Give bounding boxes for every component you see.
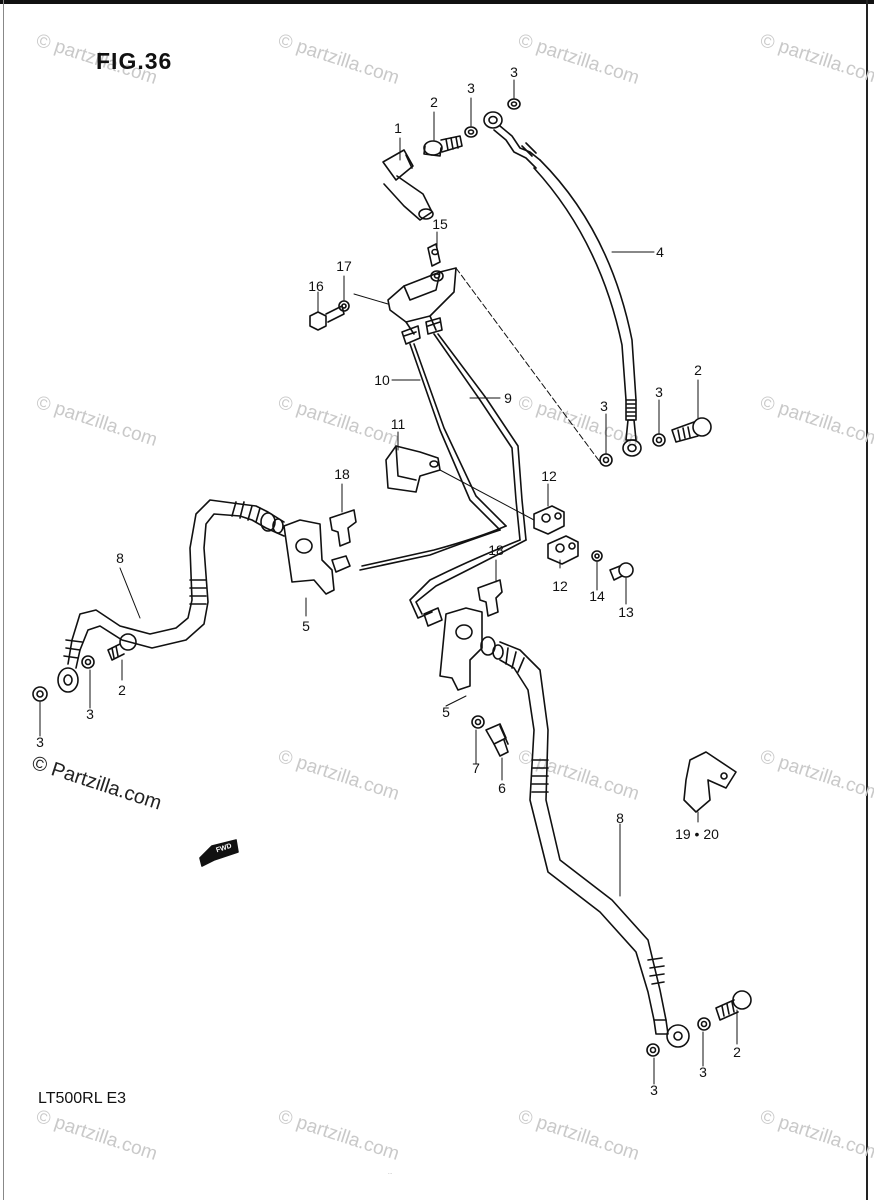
part-front-brake-hose-left bbox=[57, 499, 285, 693]
part-pipe-bracket bbox=[385, 445, 441, 493]
callout-8: 8 bbox=[116, 550, 124, 566]
page-right-border bbox=[866, 0, 868, 1200]
callout-3: 3 bbox=[650, 1082, 658, 1098]
callout-13: 13 bbox=[618, 604, 634, 620]
part-brake-pipes bbox=[359, 333, 527, 619]
part-washer-hole bbox=[474, 718, 482, 726]
callout-12: 12 bbox=[541, 468, 557, 484]
page-top-border bbox=[0, 0, 874, 4]
part-washer-hole bbox=[655, 436, 663, 444]
part-3way-joint bbox=[387, 243, 457, 345]
callout-2: 2 bbox=[430, 94, 438, 110]
callout-18: 18 bbox=[334, 466, 350, 482]
part-washer-hole bbox=[467, 129, 475, 135]
callout-3: 3 bbox=[36, 734, 44, 750]
callout-15: 15 bbox=[432, 216, 448, 232]
part-washer-hole bbox=[649, 1046, 657, 1054]
part-pipe-clamp bbox=[547, 535, 579, 565]
part-washer-hole bbox=[84, 658, 92, 666]
part-washer bbox=[591, 550, 603, 562]
part-washer bbox=[646, 1043, 660, 1057]
callout-3: 3 bbox=[467, 80, 475, 96]
model-code: LT500RL E3 bbox=[38, 1090, 127, 1107]
callout-16: 16 bbox=[308, 278, 324, 294]
part-upper-brake-hose bbox=[483, 111, 642, 457]
part-washer bbox=[81, 655, 95, 669]
callout-4: 4 bbox=[656, 244, 664, 260]
callout-3: 3 bbox=[600, 398, 608, 414]
part-bolt bbox=[485, 723, 509, 757]
callout-8: 8 bbox=[616, 810, 624, 826]
part-washer-hole bbox=[510, 101, 518, 107]
part-washer-hole bbox=[341, 303, 347, 309]
callout-7: 7 bbox=[472, 760, 480, 776]
callout-2: 2 bbox=[733, 1044, 741, 1060]
part-washer bbox=[652, 433, 666, 447]
callout-11: 11 bbox=[390, 416, 406, 432]
part-pipe-fitting bbox=[331, 555, 351, 573]
callout-14: 14 bbox=[589, 588, 605, 604]
callout-6: 6 bbox=[498, 780, 506, 796]
part-washer bbox=[338, 300, 350, 312]
callout-9: 9 bbox=[504, 390, 512, 406]
part-hose-guide-clip bbox=[683, 751, 737, 813]
part-hose-clip bbox=[477, 579, 503, 617]
part-washer bbox=[697, 1017, 711, 1031]
part-union-bolt bbox=[107, 633, 137, 661]
callout-12: 12 bbox=[552, 578, 568, 594]
fwd-direction-arrow bbox=[199, 839, 239, 867]
callout-17: 17 bbox=[336, 258, 352, 274]
callout-3: 3 bbox=[655, 384, 663, 400]
part-bolt bbox=[309, 305, 345, 331]
figure-title: FIG.36 bbox=[96, 48, 173, 74]
part-washer bbox=[471, 715, 485, 729]
callout-3: 3 bbox=[86, 706, 94, 722]
part-union-bolt bbox=[671, 417, 712, 443]
callout-2: 2 bbox=[118, 682, 126, 698]
part-pipe-clamp bbox=[533, 505, 565, 535]
callout-5: 5 bbox=[302, 618, 310, 634]
callout-leader-lines bbox=[39, 79, 738, 1085]
callout-2: 2 bbox=[694, 362, 702, 378]
callout-10: 10 bbox=[374, 372, 390, 388]
part-washer bbox=[32, 686, 48, 702]
callout-1: 1 bbox=[394, 120, 402, 136]
footer-note: ... bbox=[388, 1170, 393, 1176]
part-washer bbox=[464, 126, 478, 138]
part-hose-bracket bbox=[283, 519, 335, 595]
part-washer-hole bbox=[594, 553, 600, 559]
callout-5: 5 bbox=[442, 704, 450, 720]
part-washer-hole bbox=[602, 456, 610, 464]
part-pipe-fitting bbox=[423, 607, 443, 627]
callout-3: 3 bbox=[510, 64, 518, 80]
part-hose-clip bbox=[329, 509, 357, 547]
part-washer-hole bbox=[700, 1020, 708, 1028]
part-washer bbox=[599, 453, 613, 467]
callout-18: 18 bbox=[488, 542, 504, 558]
part-union-bolt bbox=[423, 135, 463, 157]
page-left-edge bbox=[3, 0, 4, 1200]
part-front-brake-hose-right bbox=[480, 636, 690, 1048]
part-washer bbox=[507, 98, 521, 110]
part-hose-bracket bbox=[439, 607, 483, 691]
callout-19-20: 19 • 20 bbox=[675, 826, 719, 842]
callout-3: 3 bbox=[699, 1064, 707, 1080]
part-bolt bbox=[609, 562, 634, 581]
part-union-cap bbox=[382, 149, 434, 221]
part-washer-hole bbox=[36, 690, 44, 698]
part-union-bolt bbox=[715, 990, 752, 1021]
